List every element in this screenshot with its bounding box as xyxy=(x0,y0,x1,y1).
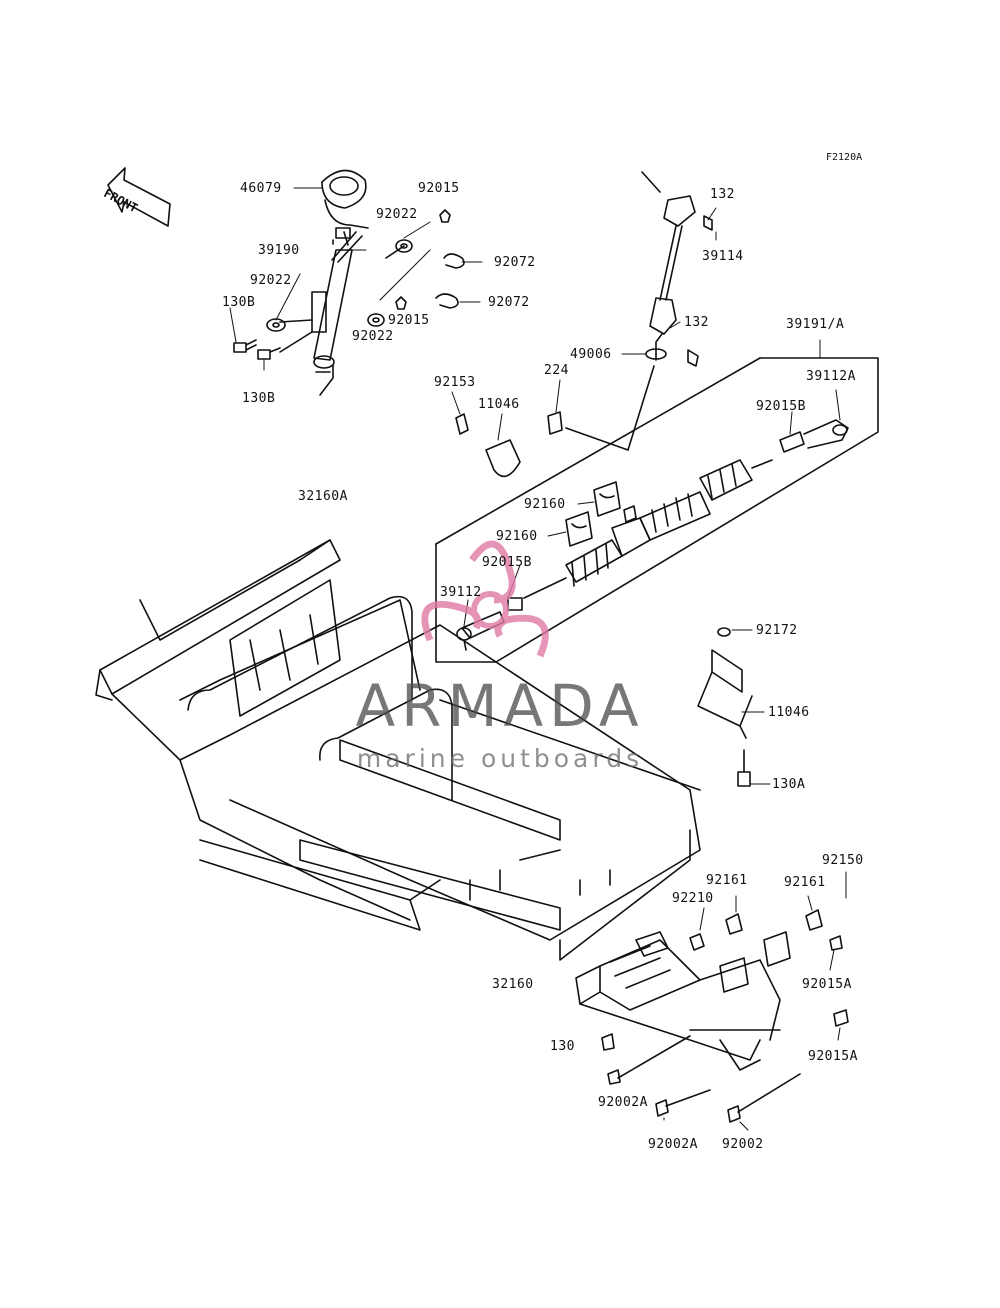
part-label-92015A[interactable]: 92015A xyxy=(802,977,852,992)
part-label-92153[interactable]: 92153 xyxy=(434,375,476,390)
part-label-92210[interactable]: 92210 xyxy=(672,891,714,906)
part-label-92002A[interactable]: 92002A xyxy=(598,1095,648,1110)
part-label-11046[interactable]: 11046 xyxy=(768,705,810,720)
part-label-92161[interactable]: 92161 xyxy=(706,873,748,888)
part-label-92172[interactable]: 92172 xyxy=(756,623,798,638)
part-label-92022[interactable]: 92022 xyxy=(376,207,418,222)
part-label-92015[interactable]: 92015 xyxy=(388,313,430,328)
part-label-132[interactable]: 132 xyxy=(710,187,735,202)
part-label-92002A[interactable]: 92002A xyxy=(648,1137,698,1152)
chassis-frame-icon xyxy=(95,539,701,961)
part-label-39112[interactable]: 39112 xyxy=(440,585,482,600)
part-label-92160[interactable]: 92160 xyxy=(496,529,538,544)
watermark-subtitle: marine outboards xyxy=(356,744,644,773)
part-label-130A[interactable]: 130A xyxy=(772,777,806,792)
part-label-92022[interactable]: 92022 xyxy=(250,273,292,288)
leader-lines xyxy=(229,187,847,1131)
bushing-icon xyxy=(455,411,621,547)
steering-column-icon xyxy=(311,169,369,396)
part-label-130B[interactable]: 130B xyxy=(242,391,276,406)
part-label-92072[interactable]: 92072 xyxy=(494,255,536,270)
part-label-92160[interactable]: 92160 xyxy=(524,497,566,512)
watermark-title: ARMADA xyxy=(355,672,645,740)
watermark-logo-icon xyxy=(421,540,549,658)
part-label-92072[interactable]: 92072 xyxy=(488,295,530,310)
part-label-92002[interactable]: 92002 xyxy=(722,1137,764,1152)
part-label-92015A[interactable]: 92015A xyxy=(808,1049,858,1064)
part-label-92150[interactable]: 92150 xyxy=(822,853,864,868)
bracket-icon xyxy=(697,627,753,787)
part-label-49006[interactable]: 49006 xyxy=(570,347,612,362)
part-label-39190[interactable]: 39190 xyxy=(258,243,300,258)
steering-rack-icon xyxy=(523,419,849,599)
bolt-icon xyxy=(233,245,405,360)
part-label-224[interactable]: 224 xyxy=(544,363,569,378)
part-label-32160[interactable]: 32160 xyxy=(492,977,534,992)
part-label-132[interactable]: 132 xyxy=(684,315,709,330)
part-label-92161[interactable]: 92161 xyxy=(784,875,826,890)
part-label-92015B[interactable]: 92015B xyxy=(756,399,806,414)
part-label-92015[interactable]: 92015 xyxy=(418,181,460,196)
part-label-11046[interactable]: 11046 xyxy=(478,397,520,412)
subframe-icon xyxy=(575,909,849,1123)
part-label-130B[interactable]: 130B xyxy=(222,295,256,310)
rack-frame-lines xyxy=(435,357,879,663)
front-arrow-icon xyxy=(107,167,171,227)
part-label-39114[interactable]: 39114 xyxy=(702,249,744,264)
part-label-130[interactable]: 130 xyxy=(550,1039,575,1054)
figure-code: F2120A xyxy=(826,152,863,163)
clip-icon xyxy=(435,253,465,309)
steering-shaft-icon xyxy=(641,171,713,367)
part-label-39191A[interactable]: 39191/A xyxy=(786,317,845,332)
part-label-92022[interactable]: 92022 xyxy=(352,329,394,344)
part-label-39112A[interactable]: 39112A xyxy=(806,369,856,384)
part-label-92015B[interactable]: 92015B xyxy=(482,555,532,570)
part-label-32160A[interactable]: 32160A xyxy=(298,489,348,504)
part-label-46079[interactable]: 46079 xyxy=(240,181,282,196)
